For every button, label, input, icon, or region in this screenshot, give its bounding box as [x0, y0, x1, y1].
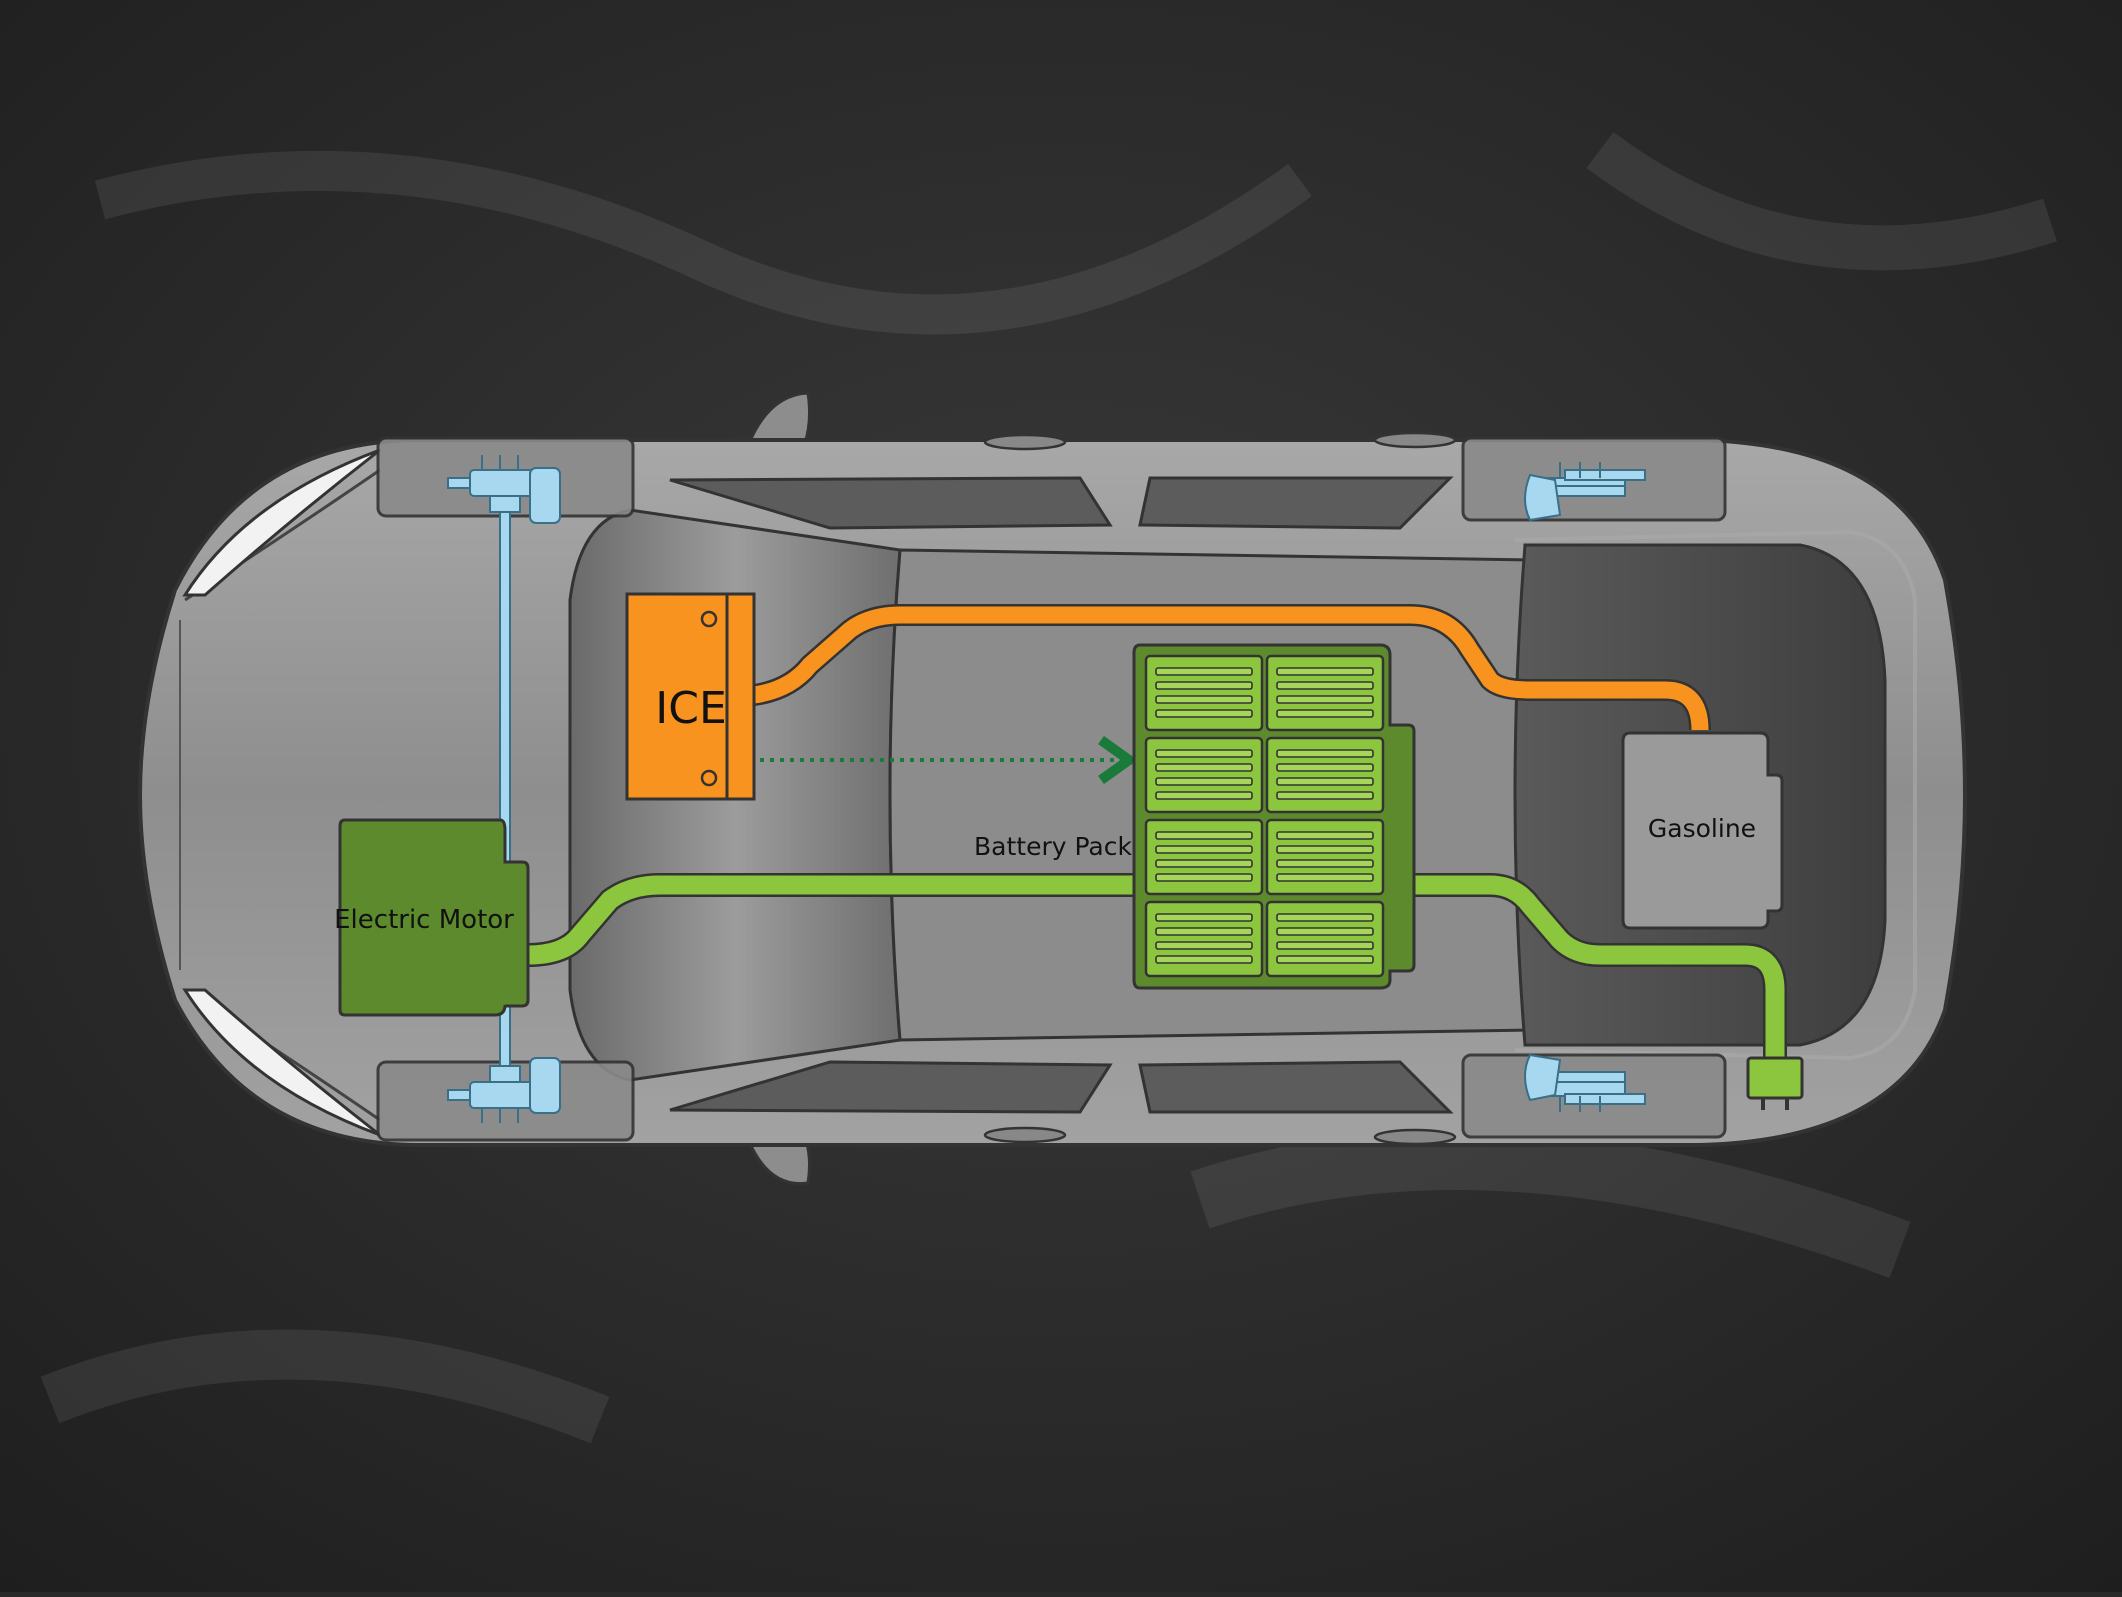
battery-cell — [1267, 656, 1383, 730]
battery-cell — [1267, 738, 1383, 812]
battery-cell — [1146, 820, 1262, 894]
battery-pack — [1134, 645, 1414, 988]
door-handle-4 — [1375, 1130, 1455, 1144]
gasoline-label: Gasoline — [1648, 814, 1756, 843]
battery-cell — [1267, 820, 1383, 894]
side-window-rear-bottom — [1140, 1062, 1450, 1112]
ice-label: ICE — [655, 683, 727, 734]
door-handle-2 — [1375, 433, 1455, 447]
electric-motor-label: Electric Motor — [334, 905, 514, 935]
battery-cell — [1146, 656, 1262, 730]
battery-cell — [1146, 738, 1262, 812]
side-window-rear-top — [1140, 478, 1450, 528]
door-handle-3 — [985, 1128, 1065, 1142]
door-handle-1 — [985, 435, 1065, 449]
battery-cell — [1267, 902, 1383, 976]
battery-cell — [1146, 902, 1262, 976]
battery-pack-label: Battery Pack — [974, 832, 1132, 861]
